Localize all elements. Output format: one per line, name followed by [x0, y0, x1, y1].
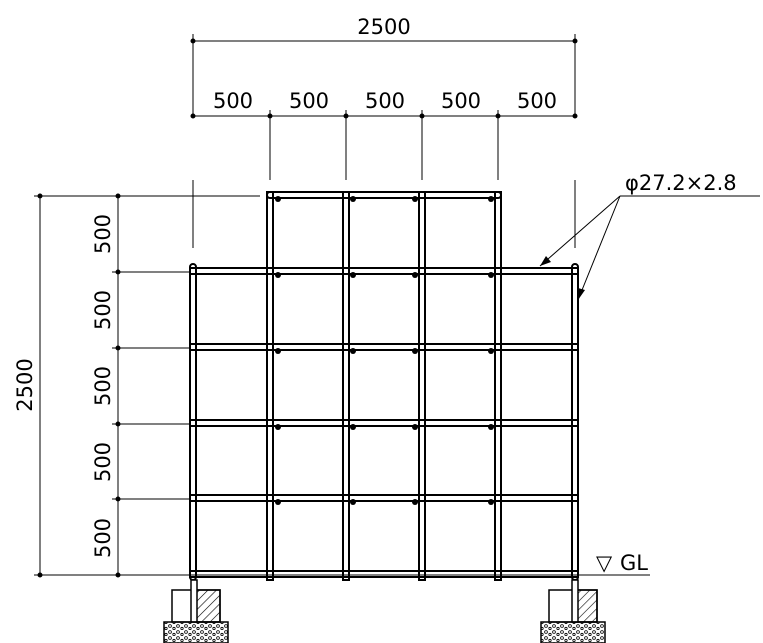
row-height-label-5: 500 [91, 518, 115, 558]
post-4 [418, 191, 426, 581]
left-dimensions [34, 193, 260, 578]
leader-arrow-2 [578, 288, 585, 300]
bay-width-label-1: 500 [213, 89, 253, 113]
row-height-label-1: 500 [91, 214, 115, 254]
overall-height-label: 2500 [13, 358, 37, 411]
pipe-spec-leader [539, 195, 760, 301]
rail-1 [189, 267, 579, 275]
leader-arrow-1 [540, 256, 551, 266]
top-dimensions [190, 34, 578, 248]
bay-width-label-5: 500 [517, 89, 557, 113]
overall-width-label: 2500 [357, 15, 410, 39]
ground-level-label: GL [620, 551, 648, 575]
clamp-joints [275, 196, 494, 505]
post-5 [494, 191, 502, 581]
post-3 [342, 191, 350, 581]
footing-left [163, 579, 229, 643]
rail-bottom [189, 570, 579, 578]
row-height-label-4: 500 [91, 442, 115, 482]
bay-width-label-3: 500 [365, 89, 405, 113]
post-2 [266, 191, 274, 581]
rail-2 [189, 343, 579, 351]
top-rail [266, 191, 502, 199]
row-height-label-2: 500 [91, 290, 115, 330]
rail-3 [189, 419, 579, 427]
ground-symbol: ▽ [596, 551, 613, 575]
footing-right [540, 579, 606, 643]
row-height-label-3: 500 [91, 366, 115, 406]
rail-4 [189, 494, 579, 502]
bay-width-label-4: 500 [441, 89, 481, 113]
bay-width-label-2: 500 [289, 89, 329, 113]
pipe-spec-label: φ27.2×2.8 [625, 171, 737, 195]
pipe-frame [189, 191, 579, 581]
